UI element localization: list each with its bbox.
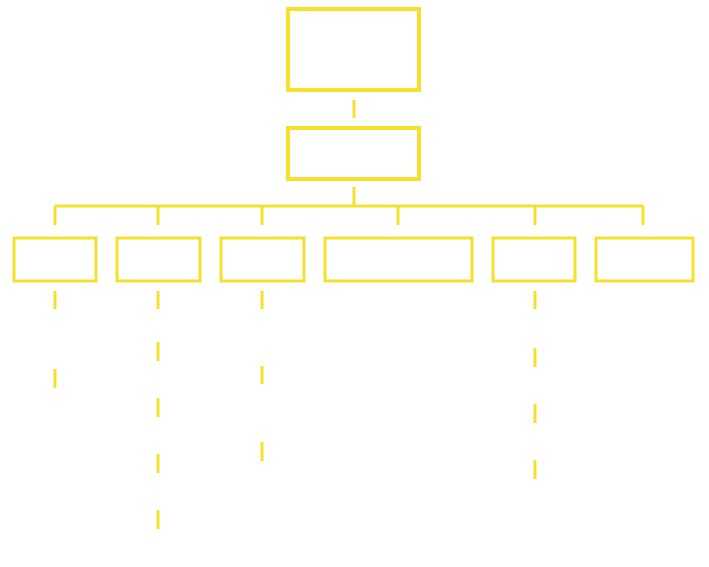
child-box-2 <box>115 236 202 283</box>
child-box-1 <box>12 236 98 283</box>
child-box-3 <box>219 236 306 283</box>
child-box-4 <box>323 236 474 283</box>
mid-box <box>286 126 421 181</box>
child-box-5 <box>491 236 577 283</box>
root-box <box>286 7 421 92</box>
child-box-6 <box>594 236 695 283</box>
